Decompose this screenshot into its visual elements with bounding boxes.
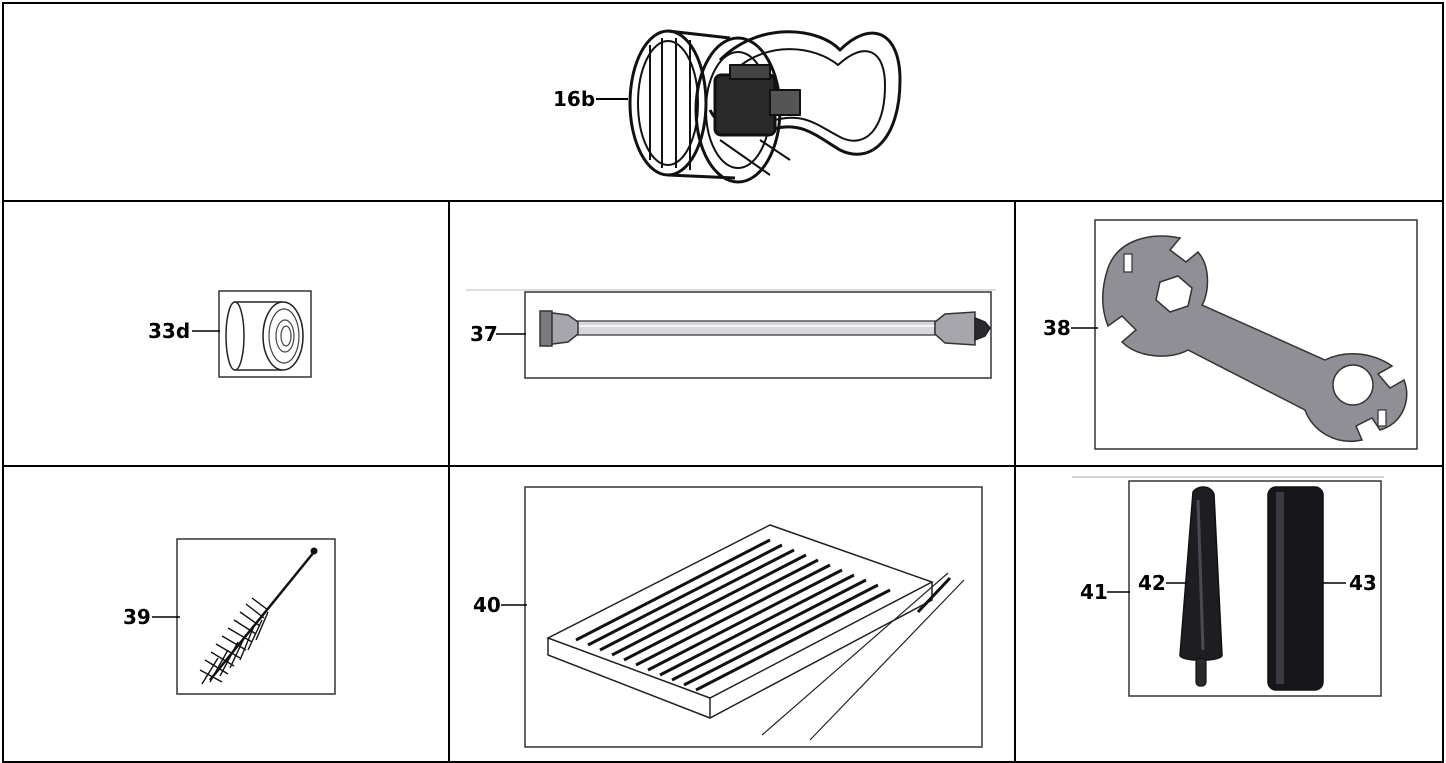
callout-37: 37 [470, 322, 498, 346]
callout-42: 42 [1138, 571, 1166, 595]
part-38-illustration [1094, 219, 1418, 450]
part-16b-illustration [628, 29, 902, 184]
part-37-illustration [466, 289, 996, 379]
part-39-illustration [176, 538, 336, 695]
callout-43: 43 [1349, 571, 1377, 595]
callout-33d: 33d [148, 319, 191, 343]
part-40-illustration [524, 486, 983, 748]
callout-38: 38 [1043, 316, 1071, 340]
part-33d-illustration [218, 290, 312, 378]
callout-16b: 16b [553, 87, 596, 111]
callout-41: 41 [1080, 580, 1108, 604]
part-41-43-illustration [1072, 476, 1384, 697]
callout-40: 40 [473, 593, 501, 617]
callout-39: 39 [123, 605, 151, 629]
